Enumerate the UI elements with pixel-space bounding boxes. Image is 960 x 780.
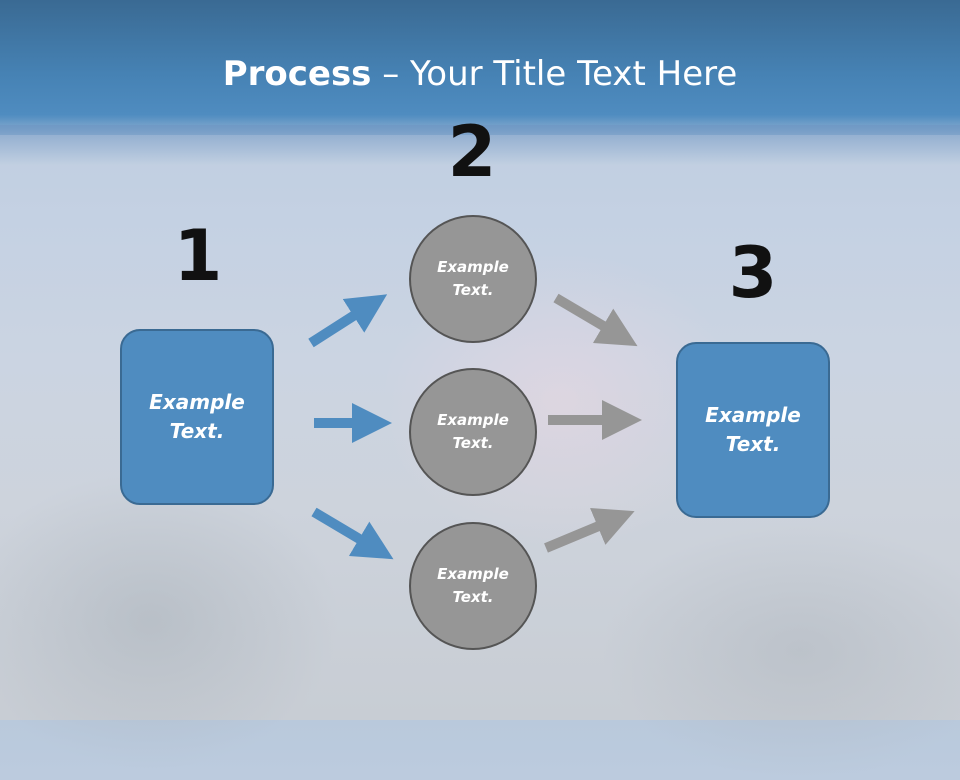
- circle-middle-line2: Text.: [452, 434, 494, 452]
- circle-top[interactable]: Example Text.: [409, 215, 537, 343]
- header-fade: [0, 125, 960, 165]
- arrow-bottom-to-right: [544, 508, 635, 553]
- circle-top-line1: Example: [437, 258, 509, 276]
- connector-arrows: [308, 293, 642, 560]
- right-process-box[interactable]: Example Text.: [676, 342, 830, 518]
- title-rest: – Your Title Text Here: [371, 54, 738, 94]
- step-number-2: 2: [447, 111, 497, 193]
- step-number-1: 1: [173, 215, 223, 297]
- arrow-top-to-right: [553, 293, 638, 347]
- arrow-left-to-bottom: [311, 507, 394, 560]
- circle-bottom-line2: Text.: [452, 588, 494, 606]
- right-box-line1: Example: [705, 403, 801, 427]
- circle-middle-line1: Example: [437, 411, 509, 429]
- slide-title: Process – Your Title Text Here: [0, 52, 960, 96]
- left-box-line2: Text.: [169, 419, 225, 443]
- title-bold: Process: [222, 54, 372, 94]
- circle-bottom[interactable]: Example Text.: [409, 522, 537, 650]
- header-band: [0, 0, 960, 135]
- step-number-3: 3: [728, 232, 778, 314]
- left-box-line1: Example: [149, 390, 245, 414]
- left-process-box[interactable]: Example Text.: [120, 329, 274, 505]
- right-box-line2: Text.: [725, 432, 781, 456]
- circle-bottom-line1: Example: [437, 565, 509, 583]
- circle-top-line2: Text.: [452, 281, 494, 299]
- circle-middle[interactable]: Example Text.: [409, 368, 537, 496]
- arrow-left-to-top: [308, 294, 388, 348]
